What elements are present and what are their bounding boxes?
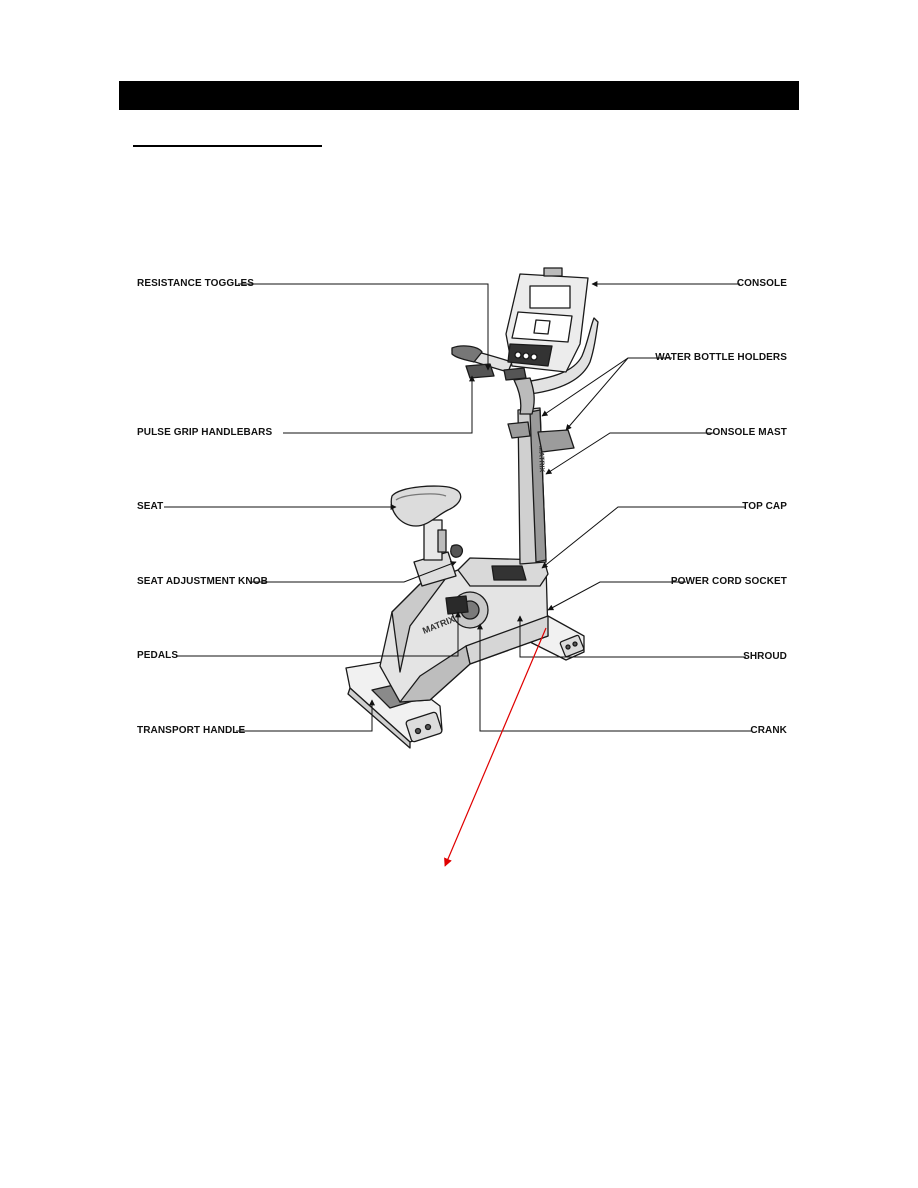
label-water-bottle-holders: WATER BOTTLE HOLDERS — [655, 352, 787, 363]
label-resistance-toggles: RESISTANCE TOGGLES — [137, 278, 255, 289]
mast-brand-text: MATRIX — [537, 446, 545, 473]
label-seat-adjustment-knob: SEAT ADJUSTMENT KNOB — [137, 576, 268, 587]
label-power-cord-socket: POWER CORD SOCKET — [670, 576, 787, 587]
leader-console-mast — [545, 432, 714, 475]
seat-adjustment-knob — [450, 544, 464, 558]
resistance-toggle — [465, 363, 495, 379]
leader-shroud — [517, 615, 746, 658]
red-annotation-arrow — [444, 627, 547, 867]
bike-illustration: MATRIX MATRIX — [345, 267, 599, 749]
leader-pulse-grip-handlebars — [283, 375, 475, 434]
leader-crank — [477, 623, 752, 732]
water-bottle-holder-left — [507, 421, 531, 439]
water-bottle-holder-right — [537, 429, 575, 453]
leader-water-bottle-holders-2 — [565, 357, 629, 431]
leader-lines — [164, 281, 752, 732]
leader-pedals — [176, 611, 461, 657]
pedal — [445, 595, 469, 615]
label-seat: SEAT — [137, 501, 164, 512]
label-top-cap: TOP CAP — [742, 501, 787, 512]
label-pulse-grip-handlebars: PULSE GRIP HANDLEBARS — [137, 427, 273, 438]
seat-cushion — [390, 485, 462, 527]
leader-power-cord-socket — [547, 581, 686, 611]
handlebar-right — [523, 317, 599, 395]
label-transport-handle: TRANSPORT HANDLE — [137, 725, 246, 736]
console-keypad — [507, 343, 553, 367]
pulse-grip-left — [451, 345, 483, 363]
section-header-bar — [119, 81, 799, 110]
label-console-mast: CONSOLE MAST — [705, 427, 787, 438]
resistance-toggle-right — [503, 367, 527, 381]
label-pedals: PEDALS — [137, 650, 179, 661]
label-console: CONSOLE — [736, 278, 787, 289]
leader-top-cap — [541, 506, 746, 569]
leader-resistance-toggles — [238, 283, 491, 371]
console-display — [529, 285, 571, 309]
section-heading-underline — [133, 145, 322, 147]
leader-transport-handle — [236, 699, 375, 732]
label-shroud: SHROUD — [743, 651, 787, 662]
label-crank: CRANK — [750, 725, 787, 736]
leader-seat-adjustment-knob — [250, 561, 457, 583]
